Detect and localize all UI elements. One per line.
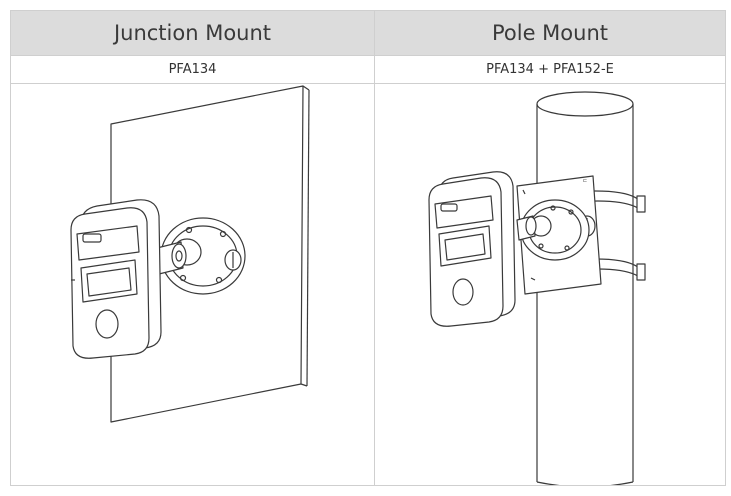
camera-body bbox=[428, 171, 516, 327]
camera-junction-mount-illustration bbox=[70, 85, 310, 423]
mount-comparison-table: Junction Mount Pole Mount PFA134 PFA134 … bbox=[10, 10, 726, 486]
model-junction: PFA134 bbox=[10, 55, 375, 84]
pole bbox=[536, 91, 634, 485]
svg-text:⊏: ⊏ bbox=[583, 178, 587, 184]
clamp-straps bbox=[570, 190, 646, 281]
model-pole: PFA134 + PFA152-E bbox=[374, 55, 726, 84]
illustration-row: ⊏ bbox=[10, 83, 726, 486]
junction-illustration-cell bbox=[10, 83, 375, 486]
header-pole-mount: Pole Mount bbox=[374, 10, 726, 56]
header-row: Junction Mount Pole Mount bbox=[10, 10, 726, 56]
junction-box bbox=[520, 199, 590, 261]
header-junction-mount: Junction Mount bbox=[10, 10, 375, 56]
camera-body bbox=[70, 199, 162, 359]
bracket-arm bbox=[156, 241, 187, 275]
camera-pole-mount-illustration: ⊏ bbox=[428, 91, 646, 485]
model-row: PFA134 PFA134 + PFA152-E bbox=[10, 55, 726, 84]
bracket-arm bbox=[516, 215, 537, 241]
pole-illustration-cell: ⊏ bbox=[374, 83, 726, 486]
